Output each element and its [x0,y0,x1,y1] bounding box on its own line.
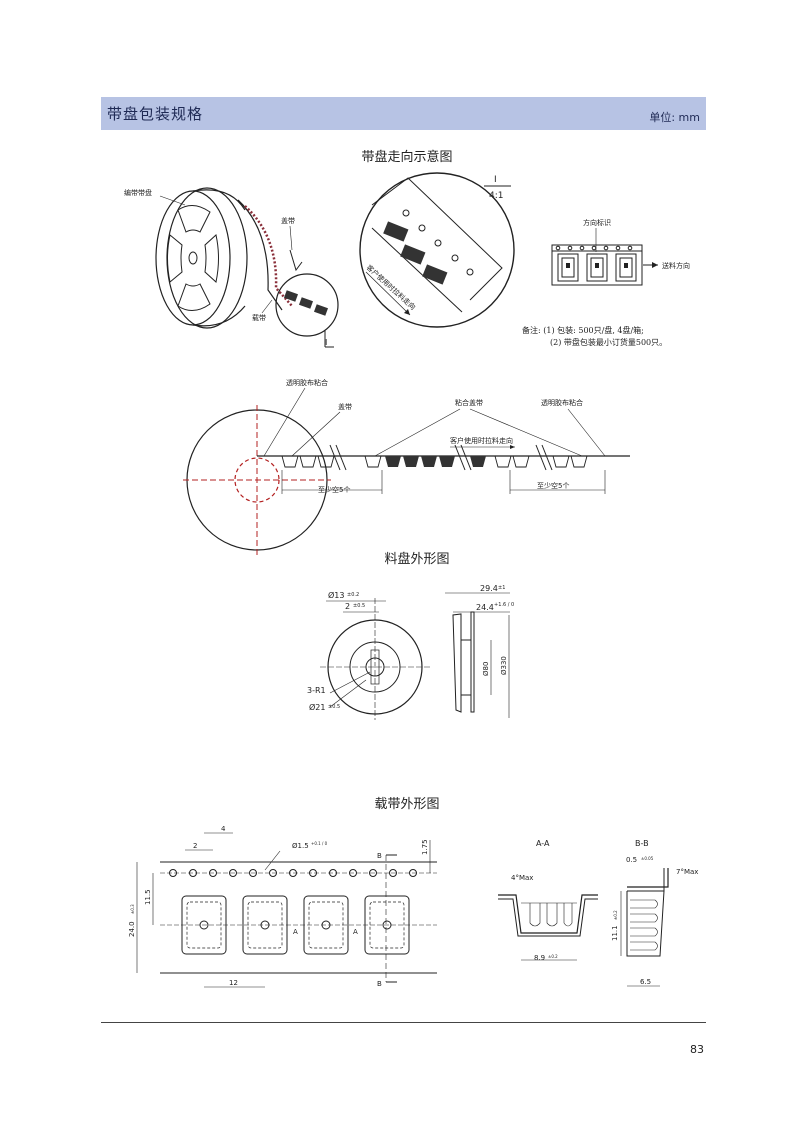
section-title-tape: 载带外形图 [374,797,440,812]
glue-left-label: 透明胶布粘合 [286,378,328,387]
section-title-reel: 料盘外形图 [384,552,450,567]
empty-left-label: 至少空5个 [318,485,350,494]
dim-d330: Ø330 [500,656,508,675]
dim-t05: 0.5 [626,856,637,864]
note-line-1: 备注: (1) 包装: 500只/盘, 4盘/箱; [522,326,644,335]
dim-h115: 11.5 [144,889,152,905]
dim-h240-tol: ±0.3 [130,904,135,914]
section-b-top: B [377,852,382,860]
dim-w2: 2 [345,602,350,611]
dim-h175: 1.75 [421,839,429,855]
dim-h240: 24.0 [128,921,136,937]
dim-p2: 2 [193,842,197,850]
unit-label: 单位: mm [649,111,700,124]
dim-hole: Ø1.5 [292,842,309,850]
dim-w294-tol: ±1 [498,585,505,591]
dim-w2-tol: ±0.5 [353,603,365,609]
note-line-2: (2) 带盘包装最小订货量500只。 [550,338,668,347]
page-title: 带盘包装规格 [107,105,204,123]
dim-t05-tol: ±0.05 [641,856,654,861]
reel-outline-diagram: Ø13 ±0.2 2 ±0.5 3-R1 Ø21 ±0.5 29.4 ±1 24… [307,584,514,720]
dim-w65: 6.5 [640,978,651,986]
dim-p4: 4 [221,825,226,833]
reel-label: 编带带盘 [124,188,152,197]
dim-h111: 11.1 [611,925,619,941]
footer-divider [101,1022,706,1023]
dim-angle4: 4°Max [511,874,533,882]
dim-d80: Ø80 [482,662,490,676]
dim-hole-tol: +0.1 / 0 [311,841,328,846]
dim-w244-tol: +1.6 / 0 [494,602,514,608]
cover-label: 盖带 [338,402,352,411]
leader-tape-diagram: 透明胶布粘合 盖带 粘合盖带 透明胶布粘合 客户使用时拉料走向 至少空5个 至少… [183,378,630,555]
section-header-bar: 带盘包装规格 单位: mm [101,97,706,130]
carrier-tape-label: 载带 [252,313,266,322]
carrier-tape-diagram: 4 2 Ø1.5 +0.1 / 0 B B A A 1.75 11.5 24.0… [128,825,698,988]
pull-direction-2: 客户使用时拉料走向 [450,436,513,445]
dim-d13: Ø13 [328,590,344,600]
seal-cover-label: 粘合盖带 [455,398,483,407]
detail-ref-large: I [494,175,497,185]
dim-d21-tol: ±0.5 [328,704,340,710]
scale-label: 4:1 [489,191,503,201]
detail-ref-small: I [325,338,327,347]
dim-w89-tol: ±0.2 [548,954,558,959]
dim-r1: 3-R1 [307,686,326,695]
feed-direction-label: 送料方向 [662,261,690,270]
dim-angle7: 7°Max [676,868,698,876]
dim-d21: Ø21 [309,702,325,712]
dim-w244: 24.4 [476,603,494,612]
cover-tape-label: 盖带 [281,216,295,225]
glue-right-label: 透明胶布粘合 [541,398,583,407]
section-a-left: A [293,928,298,936]
notes-block: 备注: (1) 包装: 500只/盘, 4盘/箱; (2) 带盘包装最小订货量5… [522,325,667,349]
dim-w89: 8.9 [534,954,545,962]
dim-h111-tol: ±0.2 [613,910,618,920]
dim-d13-tol: ±0.2 [347,592,359,598]
dim-w294: 29.4 [480,584,498,593]
direction-mark-label: 方向标识 [583,218,611,227]
reel-direction-diagram: 编带带盘 盖带 载带 I 客户使用时拉料走向 I 4:1 方向标识 送料方向 [124,172,690,348]
page-number: 83 [690,1043,704,1056]
section-a-right: A [353,928,358,936]
bb-title: B-B [635,839,649,848]
empty-right-label: 至少空5个 [537,481,569,490]
section-b-bottom: B [377,980,382,988]
dim-p12: 12 [229,979,238,987]
section-title-direction: 带盘走向示意图 [361,150,453,165]
aa-title: A-A [536,839,550,848]
